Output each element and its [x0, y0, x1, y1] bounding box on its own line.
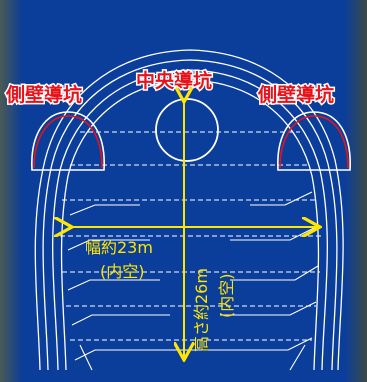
side-drift-right-red-outline	[279, 115, 349, 169]
side-drift-right-label: 側壁導坑	[257, 83, 334, 106]
profile-line	[220, 301, 317, 316]
center-drift-label: 中央導坑	[136, 69, 212, 92]
photo-edge-right	[345, 0, 367, 382]
side-drift-right	[277, 111, 351, 171]
profile-line	[69, 204, 140, 216]
profile-line	[250, 191, 313, 206]
height-label: 高さ約26m	[192, 268, 211, 352]
height-sublabel-group: (内空)	[217, 274, 236, 319]
profile-line	[230, 265, 319, 281]
profile-line	[67, 239, 150, 251]
side-drift-right-outline	[277, 111, 351, 171]
side-drift-left-outline	[31, 111, 105, 171]
side-drift-left-red-outline	[33, 115, 103, 169]
profile-line	[67, 279, 160, 291]
outer-arch-3	[52, 69, 328, 371]
photo-edge-left	[0, 0, 22, 382]
height-sublabel: (内空)	[217, 274, 236, 319]
profile-line	[79, 344, 93, 371]
outer-arch-2	[42, 59, 338, 371]
width-sublabel: (内空)	[100, 262, 145, 281]
profile-line	[289, 344, 306, 371]
height-label-group: 高さ約26m	[192, 268, 211, 352]
width-label: 幅約23m	[85, 238, 153, 257]
profile-line	[71, 314, 170, 326]
outer-arch-1	[34, 49, 344, 371]
side-drift-left-label: 側壁導坑	[5, 83, 82, 106]
side-drift-left	[31, 111, 105, 171]
